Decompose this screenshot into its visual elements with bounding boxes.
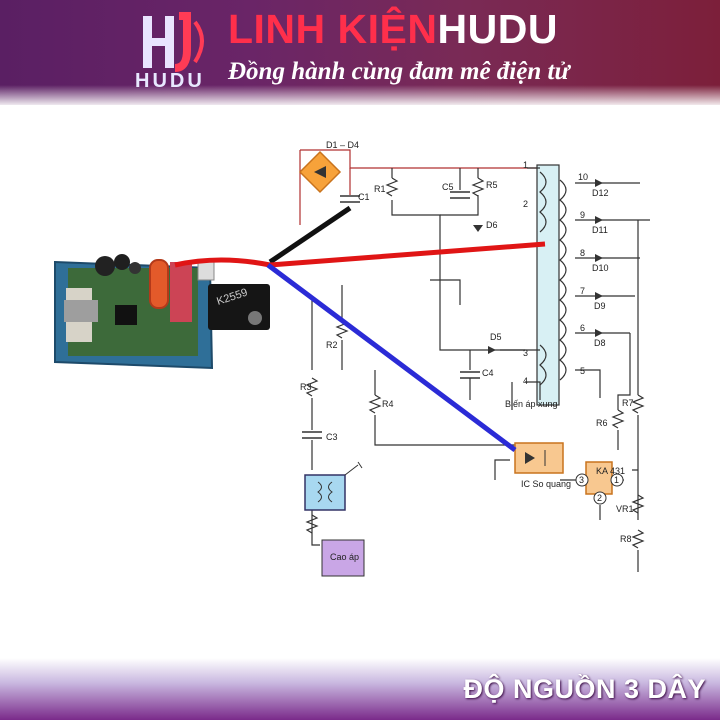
label-r8: R8 xyxy=(620,534,632,544)
brand-name: LINH KIỆNHUDU xyxy=(228,6,558,53)
label-r7: R7 xyxy=(622,398,634,408)
ka-pin-1: 1 xyxy=(614,475,619,485)
resistors xyxy=(305,177,645,549)
ka-pin-3: 3 xyxy=(579,475,584,485)
hudu-logo-icon xyxy=(143,12,204,72)
label-c4: C4 xyxy=(482,368,494,378)
label-r5: R5 xyxy=(486,180,498,190)
pin-9: 9 xyxy=(580,210,585,220)
ka-pin-2: 2 xyxy=(597,493,602,503)
pcb-module: K2559 xyxy=(54,254,270,370)
red-wire xyxy=(174,241,546,268)
label-r2: R2 xyxy=(326,340,338,350)
label-c3: C3 xyxy=(326,432,338,442)
label-d9: D9 xyxy=(594,301,606,311)
footer-title: ĐỘ NGUỒN 3 DÂY xyxy=(463,674,706,704)
label-d11: D11 xyxy=(592,225,608,235)
label-d10: D10 xyxy=(592,263,609,273)
label-c1: C1 xyxy=(358,192,370,202)
pin-8: 8 xyxy=(580,248,585,258)
label-bridge: D1 – D4 xyxy=(326,140,359,150)
pin-10: 10 xyxy=(578,172,588,182)
ka431-regulator xyxy=(575,461,624,505)
label-r1: R1 xyxy=(374,184,386,194)
capacitors xyxy=(302,191,480,439)
pin-6: 6 xyxy=(580,323,585,333)
pin-1: 1 xyxy=(523,160,528,170)
blue-wire xyxy=(266,262,517,453)
slogan: Đồng hành cùng đam mê điện tử xyxy=(228,58,570,85)
label-d12: D12 xyxy=(592,188,609,198)
bridge-rectifier xyxy=(298,150,342,194)
pin-3: 3 xyxy=(523,348,528,358)
label-r6: R6 xyxy=(596,418,608,428)
label-ka431: KA 431 xyxy=(596,466,625,476)
brand-accent: HUDU xyxy=(437,6,558,52)
pin-2: 2 xyxy=(523,199,528,209)
label-d5: D5 xyxy=(490,332,502,342)
label-optocoupler: IC So quang xyxy=(521,479,571,489)
hv-transformer xyxy=(304,461,363,511)
label-cao-ap: Cao áp xyxy=(330,552,359,562)
pin-4: 4 xyxy=(523,376,528,386)
cao-ap-box xyxy=(321,539,365,577)
pin-7: 7 xyxy=(580,286,585,296)
pin-5: 5 xyxy=(580,366,585,376)
label-transformer: Biến áp xung xyxy=(505,399,558,409)
optocoupler xyxy=(514,442,564,474)
label-c5: C5 xyxy=(442,182,454,192)
header-banner: HUDU LINH KIỆNHUDU Đồng hành cùng đam mê… xyxy=(0,0,720,105)
brand-main: LINH KIỆN xyxy=(228,6,438,52)
label-r4: R4 xyxy=(382,399,394,409)
label-d6: D6 xyxy=(486,220,498,230)
footer-band xyxy=(0,658,720,720)
label-d8: D8 xyxy=(594,338,606,348)
label-vr1: VR1 xyxy=(616,504,634,514)
black-wire xyxy=(268,205,352,265)
diodes xyxy=(473,179,603,354)
schematic-wiring xyxy=(299,149,650,572)
label-r3: R3 xyxy=(300,382,312,392)
